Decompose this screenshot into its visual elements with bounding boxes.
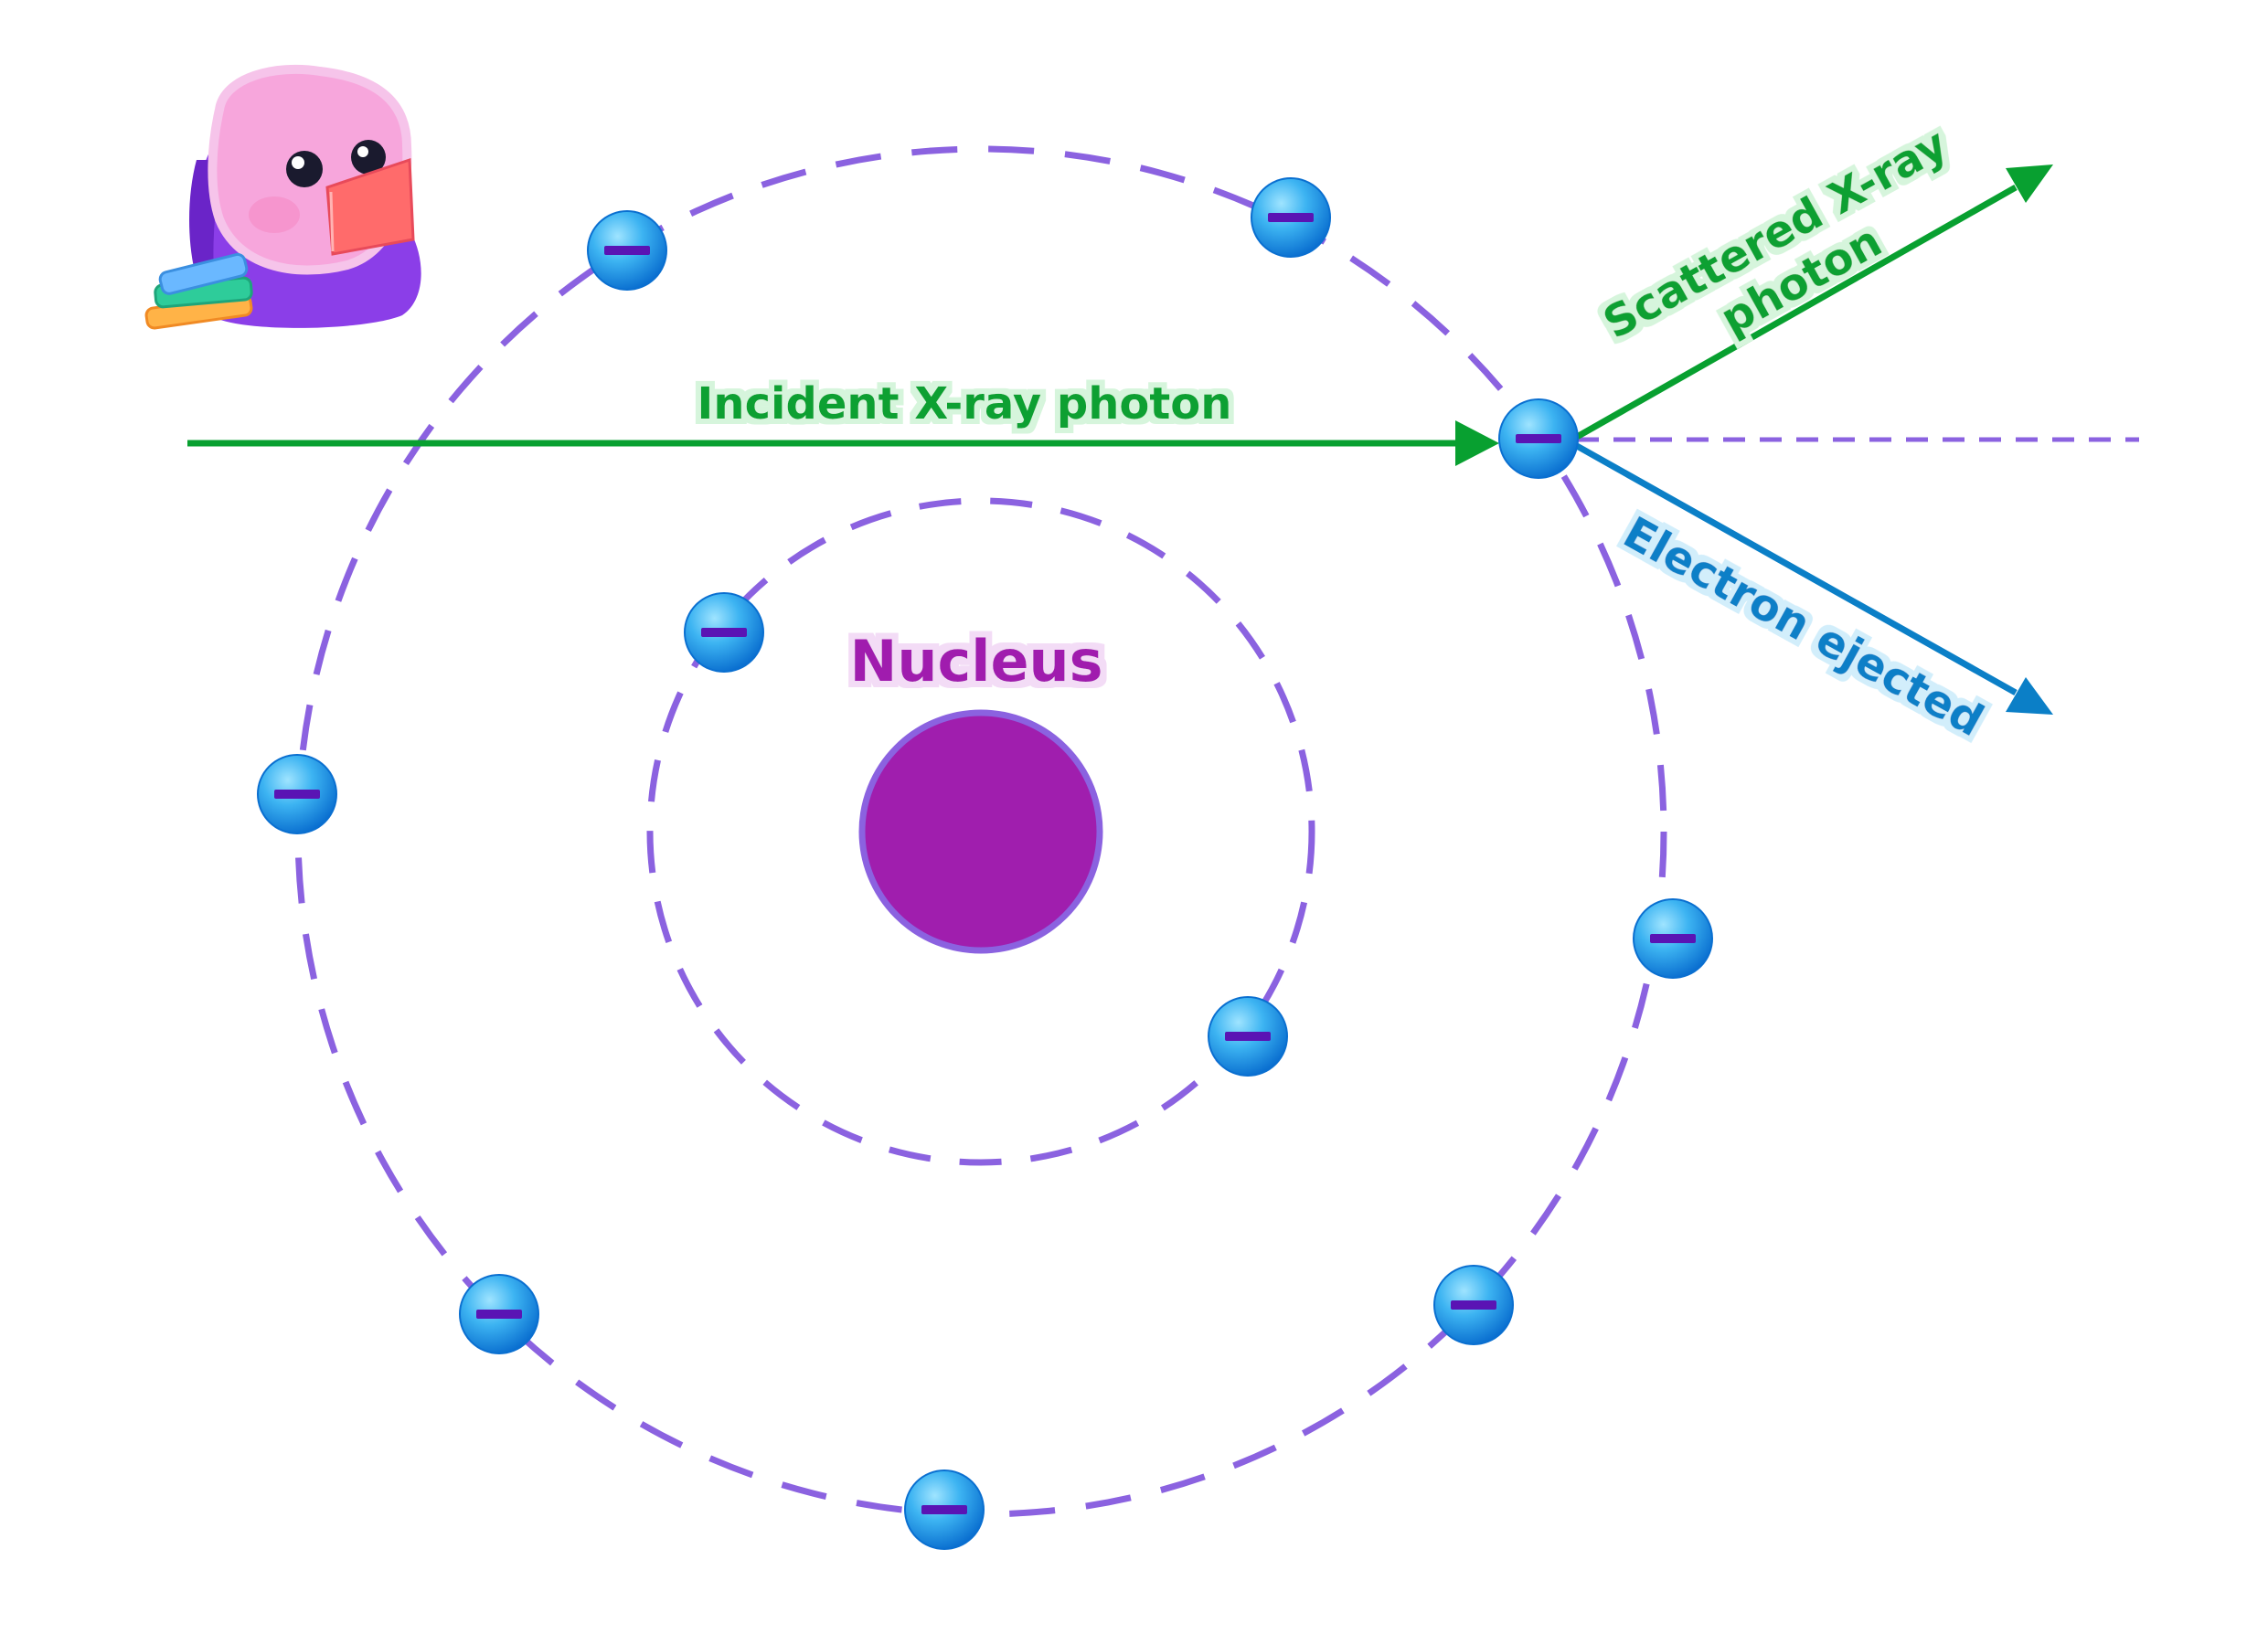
electron xyxy=(257,754,337,834)
reading-mascot-icon xyxy=(144,64,421,330)
electron xyxy=(1433,1265,1514,1345)
scattered-photon-label: Scattered X-ray photon xyxy=(1595,119,1956,350)
incident-arrowhead xyxy=(1455,420,1499,466)
electron-collision xyxy=(1498,398,1579,479)
ejected-electron-arrow xyxy=(1575,442,2018,696)
electron xyxy=(1633,898,1713,979)
electron xyxy=(684,592,764,673)
electron xyxy=(587,210,667,291)
outer-orbit xyxy=(294,145,1667,1518)
nucleus-label: Nucleus xyxy=(849,628,1102,695)
inner-orbit xyxy=(646,497,1315,1166)
electron xyxy=(459,1274,539,1354)
nucleus xyxy=(858,709,1103,954)
electron xyxy=(904,1470,985,1550)
scattered-arrowhead xyxy=(2006,164,2053,203)
ejected-electron-label: Electron ejected xyxy=(1614,507,1992,748)
ejected-arrowhead xyxy=(2006,677,2053,715)
incident-photon-label: Incident X-ray photon xyxy=(697,378,1232,430)
electron xyxy=(1208,996,1288,1077)
scattered-photon-arrow xyxy=(1575,184,2018,440)
electron xyxy=(1251,177,1331,258)
